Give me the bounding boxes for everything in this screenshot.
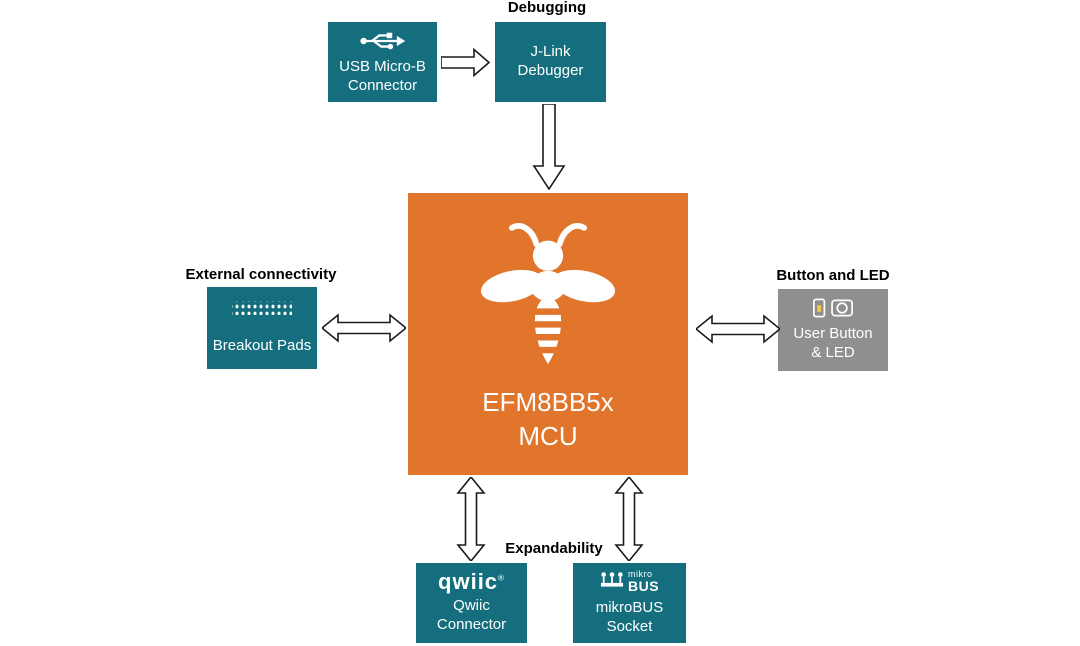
mikrobus-logo-bottom-text: BUS — [627, 578, 660, 595]
qwiic-connector-node: qwiic® Qwiic Connector — [416, 563, 527, 643]
button-and-led-label: Button and LED — [776, 267, 890, 284]
arrow-usb-to-jlink — [441, 47, 491, 78]
usb-icon — [359, 32, 405, 50]
mcu-label: MCU — [518, 420, 578, 451]
mcu-part-number: EFM8BB5x — [482, 387, 614, 417]
mikrobus-logo-top-text: mikro — [627, 569, 653, 580]
expandability-label: Expandability — [505, 540, 603, 557]
user-button-led-node: User Button & LED — [778, 289, 888, 371]
usb-connector-node: USB Micro-B Connector — [328, 22, 437, 102]
button-led-icon — [813, 298, 853, 318]
breakout-pads-label: Breakout Pads — [212, 336, 312, 354]
jlink-debugger-label: J-Link Debugger — [517, 43, 584, 79]
qwiic-logo-text: qwiic — [438, 569, 499, 595]
qwiic-logo: qwiic® — [438, 571, 505, 593]
qwiic-connector-label: Qwiic Connector — [436, 597, 507, 633]
breakout-pads-node: Breakout Pads — [207, 287, 317, 369]
arrow-mcu-qwiic — [456, 477, 486, 561]
breakout-pads-dots-icon — [232, 300, 292, 315]
mikrobus-socket-node: mikro BUS mikroBUS Socket — [573, 563, 686, 643]
mikrobus-logo-icon — [600, 572, 624, 587]
user-button-led-label: User Button & LED — [793, 325, 873, 361]
mikrobus-logo: mikro BUS — [600, 570, 659, 594]
qwiic-registered-mark: ® — [498, 573, 505, 583]
jlink-debugger-node: J-Link Debugger — [495, 22, 606, 102]
bee-logo-icon — [480, 223, 616, 365]
mikrobus-socket-label: mikroBUS Socket — [595, 598, 664, 635]
external-connectivity-label: External connectivity — [185, 266, 337, 283]
debugging-label: Debugging — [507, 0, 587, 16]
arrow-mcu-button-led — [696, 314, 780, 344]
arrow-mcu-breakout — [322, 313, 406, 343]
mcu-node: EFM8BB5x MCU — [408, 193, 688, 475]
mcu-title: EFM8BB5x MCU — [482, 386, 614, 454]
usb-connector-label: USB Micro-B Connector — [339, 57, 426, 94]
arrow-mcu-mikrobus — [614, 477, 644, 561]
arrow-jlink-to-mcu — [532, 104, 566, 190]
